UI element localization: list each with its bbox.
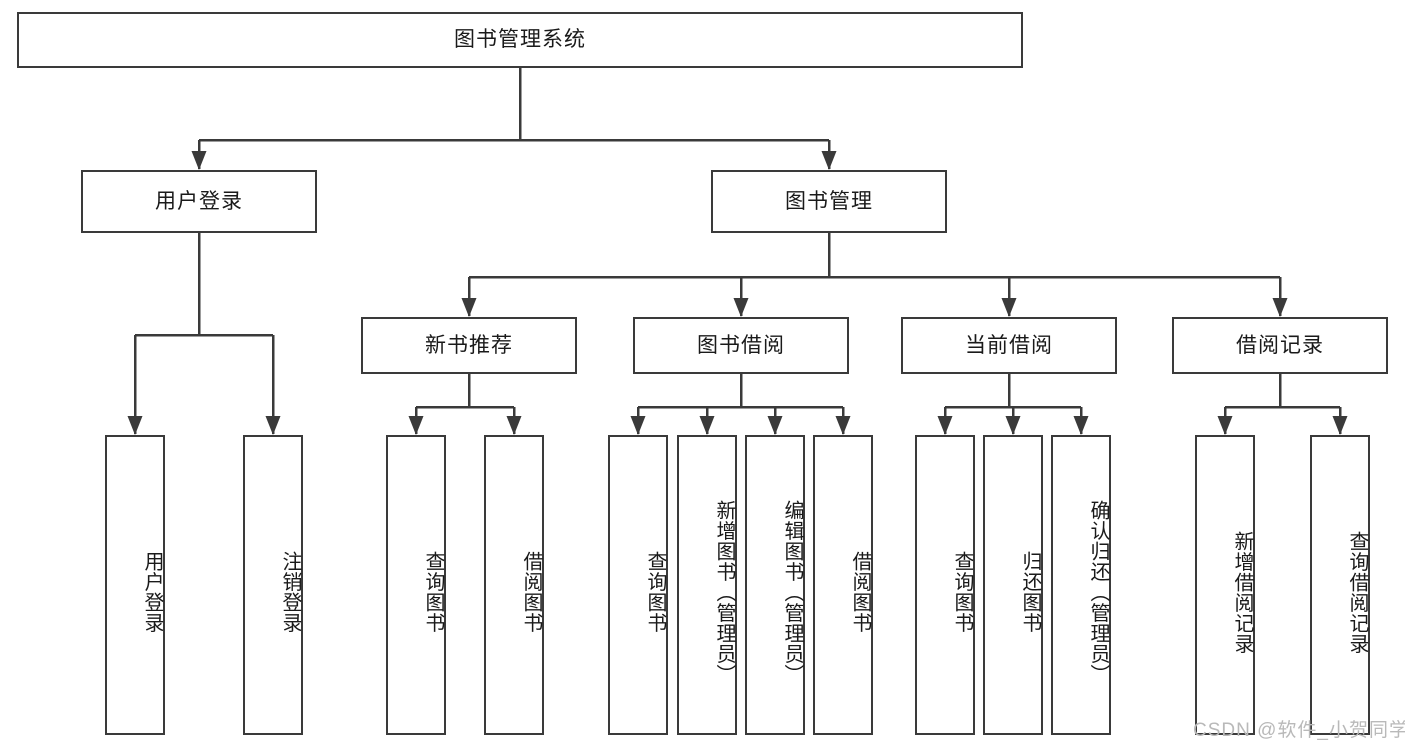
- node-leaf-edit-book[interactable]: 编辑图书（管理员）: [745, 435, 805, 735]
- node-borrow-record[interactable]: 借阅记录: [1172, 317, 1388, 374]
- node-leaf-return-book-label: 归还图书: [1019, 551, 1041, 633]
- node-new-book-recommend-label: 新书推荐: [425, 333, 513, 357]
- node-user-login[interactable]: 用户登录: [81, 170, 317, 233]
- node-root[interactable]: 图书管理系统: [17, 12, 1023, 68]
- node-book-borrow-label: 图书借阅: [697, 333, 785, 357]
- node-leaf-query-record-label: 查询借阅记录: [1346, 530, 1368, 654]
- node-leaf-logout-label: 注销登录: [279, 551, 301, 633]
- node-leaf-borrow-book-label: 借阅图书: [849, 551, 871, 633]
- node-leaf-borrow-book-rec-label: 借阅图书: [520, 551, 542, 633]
- node-book-manage-label: 图书管理: [785, 189, 873, 213]
- node-leaf-add-book[interactable]: 新增图书（管理员）: [677, 435, 737, 735]
- node-current-borrow[interactable]: 当前借阅: [901, 317, 1117, 374]
- node-leaf-confirm-return-label: 确认归还（管理员）: [1087, 499, 1109, 685]
- node-leaf-logout[interactable]: 注销登录: [243, 435, 303, 735]
- node-user-login-label: 用户登录: [155, 189, 243, 213]
- node-leaf-borrow-book-rec[interactable]: 借阅图书: [484, 435, 544, 735]
- node-leaf-query-book-rec-label: 查询图书: [422, 551, 444, 633]
- node-root-label: 图书管理系统: [454, 28, 586, 52]
- node-leaf-query-book-borrow-label: 查询图书: [644, 551, 666, 633]
- node-leaf-return-book[interactable]: 归还图书: [983, 435, 1043, 735]
- node-book-borrow[interactable]: 图书借阅: [633, 317, 849, 374]
- node-leaf-query-book-current[interactable]: 查询图书: [915, 435, 975, 735]
- node-leaf-query-record[interactable]: 查询借阅记录: [1310, 435, 1370, 735]
- node-leaf-edit-book-label: 编辑图书（管理员）: [781, 499, 803, 685]
- node-leaf-query-book-current-label: 查询图书: [951, 551, 973, 633]
- node-leaf-query-book-borrow[interactable]: 查询图书: [608, 435, 668, 735]
- csdn-watermark: CSDN @软件_小贺同学: [1193, 720, 1405, 741]
- node-new-book-recommend[interactable]: 新书推荐: [361, 317, 577, 374]
- node-leaf-user-login-label: 用户登录: [141, 551, 163, 633]
- node-leaf-confirm-return[interactable]: 确认归还（管理员）: [1051, 435, 1111, 735]
- node-current-borrow-label: 当前借阅: [965, 333, 1053, 357]
- node-leaf-add-record-label: 新增借阅记录: [1231, 530, 1253, 654]
- node-book-manage[interactable]: 图书管理: [711, 170, 947, 233]
- node-leaf-query-book-rec[interactable]: 查询图书: [386, 435, 446, 735]
- node-leaf-user-login[interactable]: 用户登录: [105, 435, 165, 735]
- node-leaf-add-record[interactable]: 新增借阅记录: [1195, 435, 1255, 735]
- node-leaf-add-book-label: 新增图书（管理员）: [713, 499, 735, 685]
- node-borrow-record-label: 借阅记录: [1236, 333, 1324, 357]
- node-leaf-borrow-book[interactable]: 借阅图书: [813, 435, 873, 735]
